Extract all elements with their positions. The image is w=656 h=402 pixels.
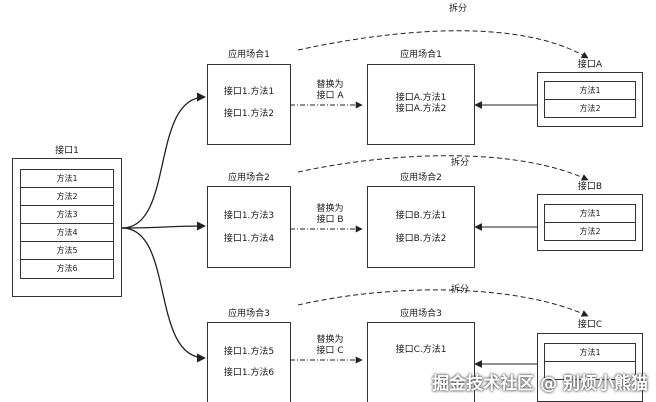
scenario3-usage-line-1: 接口1.方法5 xyxy=(223,347,275,357)
interface1-method-4: 方法4 xyxy=(21,224,113,242)
interfaceC-title: 接口C xyxy=(577,320,603,330)
scenario1-target-label: 应用场合1 xyxy=(400,50,442,60)
interface1-method-5: 方法5 xyxy=(21,242,113,260)
interfaceC-method-list: 方法1 xyxy=(544,343,636,380)
scenario2-target-line-1: 接口B.方法1 xyxy=(395,211,447,221)
interfaceC-method-1: 方法1 xyxy=(545,344,635,362)
scenario2-target-label: 应用场合2 xyxy=(400,173,442,183)
interface1-outer-box: 方法1 方法2 方法3 方法4 方法5 方法6 xyxy=(12,158,122,297)
scenario1-replace-text-1: 替换为 xyxy=(316,80,344,90)
scenario3-target-box: 接口C.方法1 xyxy=(367,322,475,402)
scenario3-split-label: 拆分 xyxy=(450,285,469,295)
scenario1-target-box: 接口A.方法1 接口A.方法2 xyxy=(367,64,475,145)
interfaceB-outer-box: 方法1 方法2 xyxy=(537,194,643,251)
interfaceA-outer-box: 方法1 方法2 xyxy=(537,72,643,127)
scenario3-usage-box: 接口1.方法5 接口1.方法6 xyxy=(207,322,291,402)
scenario3-target-label: 应用场合3 xyxy=(400,309,442,319)
scenario2-target-box: 接口B.方法1 接口B.方法2 xyxy=(367,186,475,268)
split-arrow-1 xyxy=(297,30,589,59)
scenario1-usage-box: 接口1.方法1 接口1.方法2 xyxy=(207,64,291,145)
interface1-title: 接口1 xyxy=(55,146,79,156)
fanout-arrow-2 xyxy=(121,221,206,231)
scenario3-target-line-1: 接口C.方法1 xyxy=(395,345,447,355)
interface1-method-1: 方法1 xyxy=(21,170,113,188)
scenario2-usage-line-2: 接口1.方法4 xyxy=(223,234,275,244)
interfaceB-method-1: 方法1 xyxy=(545,205,635,223)
interfaceB-title: 接口B xyxy=(577,182,603,192)
split-arrow-2 xyxy=(297,155,589,181)
scenario3-label: 应用场合3 xyxy=(228,309,270,319)
scenario1-split-label: 拆分 xyxy=(448,4,467,14)
scenario3-replace-text-2: 接口 C xyxy=(316,346,344,356)
interface1-method-2: 方法2 xyxy=(21,188,113,206)
scenario1-label: 应用场合1 xyxy=(228,50,270,60)
interface1-method-3: 方法3 xyxy=(21,206,113,224)
scenario2-replace-text-2: 接口 B xyxy=(316,215,344,225)
scenario1-target-line-2: 接口A.方法2 xyxy=(395,104,447,114)
watermark-text: 掘金技术社区 @ 别烦小熊猫 xyxy=(432,374,648,394)
scenario1-usage-line-2: 接口1.方法2 xyxy=(223,109,275,119)
interface1-method-6: 方法6 xyxy=(56,264,78,273)
scenario1-target-line-1: 接口A.方法1 xyxy=(395,93,447,103)
scenario2-usage-box: 接口1.方法3 接口1.方法4 xyxy=(207,186,291,268)
interfaceA-method-1: 方法1 xyxy=(545,82,635,100)
scenario3-replace-text-1: 替换为 xyxy=(316,335,344,345)
interfaceB-method-2: 方法2 xyxy=(579,227,601,236)
scenario2-target-line-2: 接口B.方法2 xyxy=(395,234,447,244)
interface1-method-list: 方法1 方法2 方法3 方法4 方法5 方法6 xyxy=(20,169,114,279)
scenario1-replace-text-2: 接口 A xyxy=(316,91,344,101)
interfaceA-method-2: 方法2 xyxy=(579,104,601,113)
interfaceB-method-list: 方法1 方法2 xyxy=(544,204,636,241)
interfaceA-title: 接口A xyxy=(577,60,603,70)
scenario2-usage-line-1: 接口1.方法3 xyxy=(223,211,275,221)
scenario3-usage-line-2: 接口1.方法6 xyxy=(223,368,275,378)
scenario2-label: 应用场合2 xyxy=(228,173,270,183)
fanout-arrow-1 xyxy=(121,92,206,229)
interfaceC-outer-box: 方法1 xyxy=(537,333,643,402)
split-arrow-3 xyxy=(297,289,589,317)
scenario1-usage-line-1: 接口1.方法1 xyxy=(223,87,275,97)
interfaceA-method-list: 方法1 方法2 xyxy=(544,81,636,118)
scenario2-replace-text-1: 替换为 xyxy=(316,204,344,214)
fanout-arrow-3 xyxy=(121,227,206,363)
scenario2-split-label: 拆分 xyxy=(450,158,469,168)
